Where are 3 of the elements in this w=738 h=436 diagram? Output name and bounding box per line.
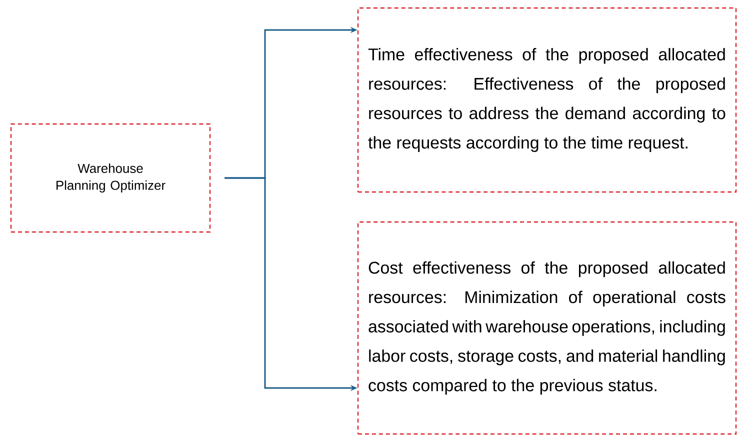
text-box: Time effectiveness of the proposed allocated resources: Effectiveness of the proposed resources to address the demand according to the requests according to the time request. [357,7,737,193]
text-box: Warehouse Planning Optimizer [10,123,211,233]
text-box: Cost effectiveness of the proposed allocated resources: Minimization of operational costs associated with warehouse operations, including labor costs, storage costs, and material handling costs compared to the previous status. [357,221,737,435]
